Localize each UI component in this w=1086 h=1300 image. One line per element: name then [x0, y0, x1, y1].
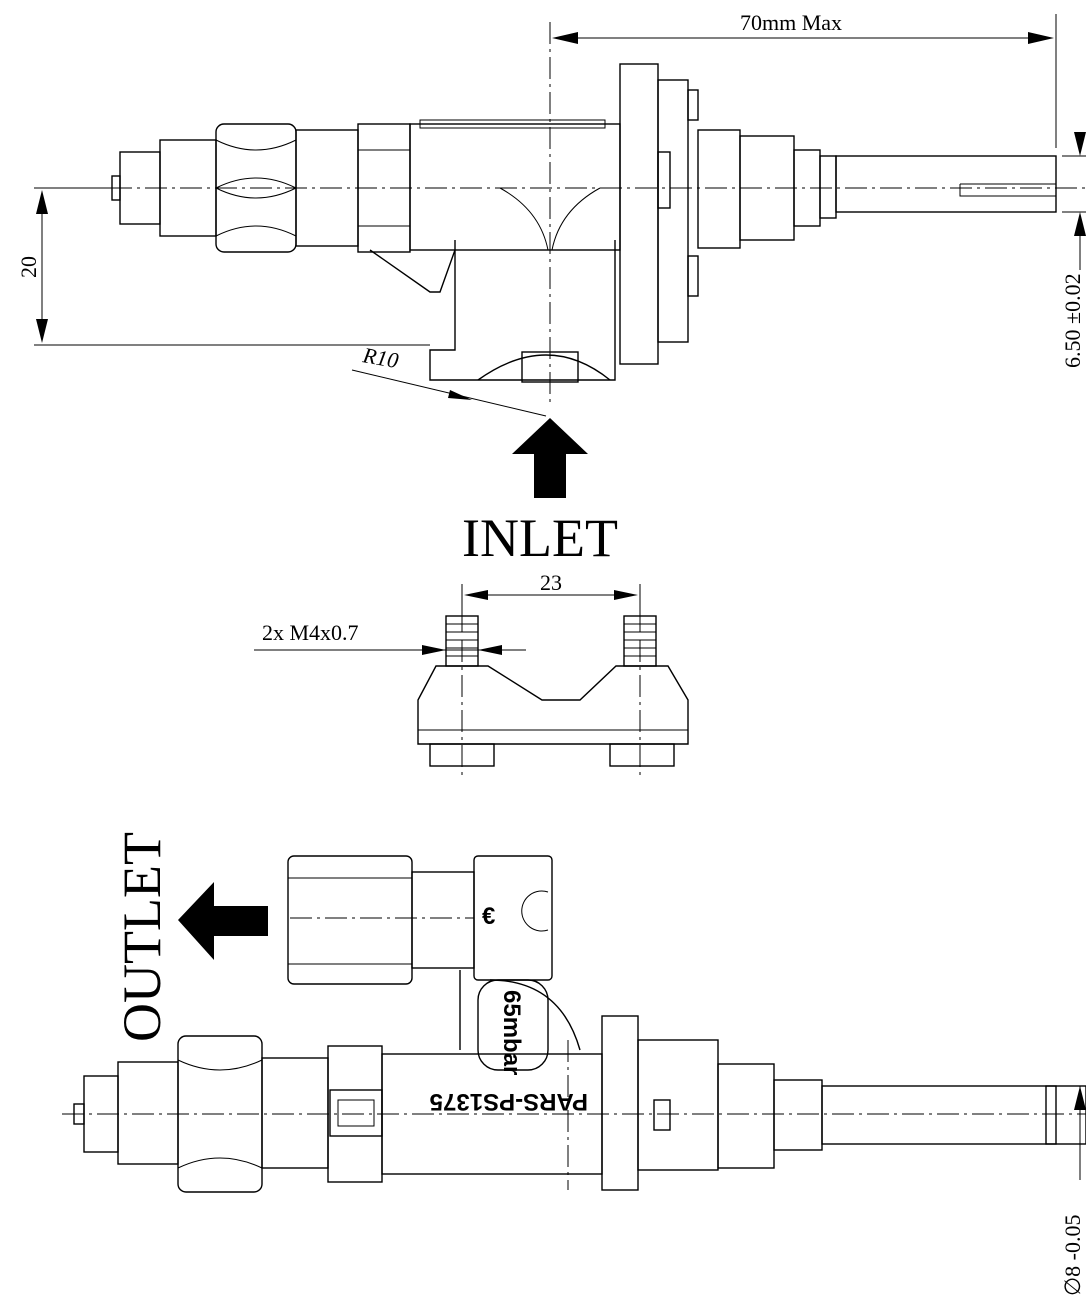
radius-label: R10 — [360, 342, 400, 373]
thread-spec-label: 2x M4x0.7 — [262, 620, 359, 645]
max-length-label: 70mm Max — [740, 10, 842, 35]
bottom-dimensions: ∅8 -0.05 — [1060, 1086, 1086, 1296]
outlet-arrow-icon — [178, 882, 268, 960]
top-dimensions: 70mm Max 20 R10 6.50 ±0.02 — [16, 10, 1086, 417]
part-number-label: PARS-PS1375 — [430, 1088, 588, 1115]
inlet-label: INLET — [462, 508, 618, 568]
thread-spacing-label: 23 — [540, 570, 562, 595]
pressure-label: 65mbar — [498, 990, 525, 1075]
shaft-tolerance-label: 6.50 ±0.02 — [1060, 273, 1085, 368]
shaft-diameter-label: ∅8 -0.05 — [1060, 1215, 1085, 1297]
outlet-label: OUTLET — [112, 832, 172, 1042]
top-valve-view — [40, 22, 1086, 404]
inlet-arrow-icon — [512, 418, 588, 498]
ce-mark: € — [482, 903, 495, 930]
bottom-valve-view: € 65mbar PARS-PS1375 — [62, 855, 1086, 1193]
height-label: 20 — [16, 256, 41, 278]
mounting-bracket: 23 2x M4x0.7 — [254, 570, 689, 778]
